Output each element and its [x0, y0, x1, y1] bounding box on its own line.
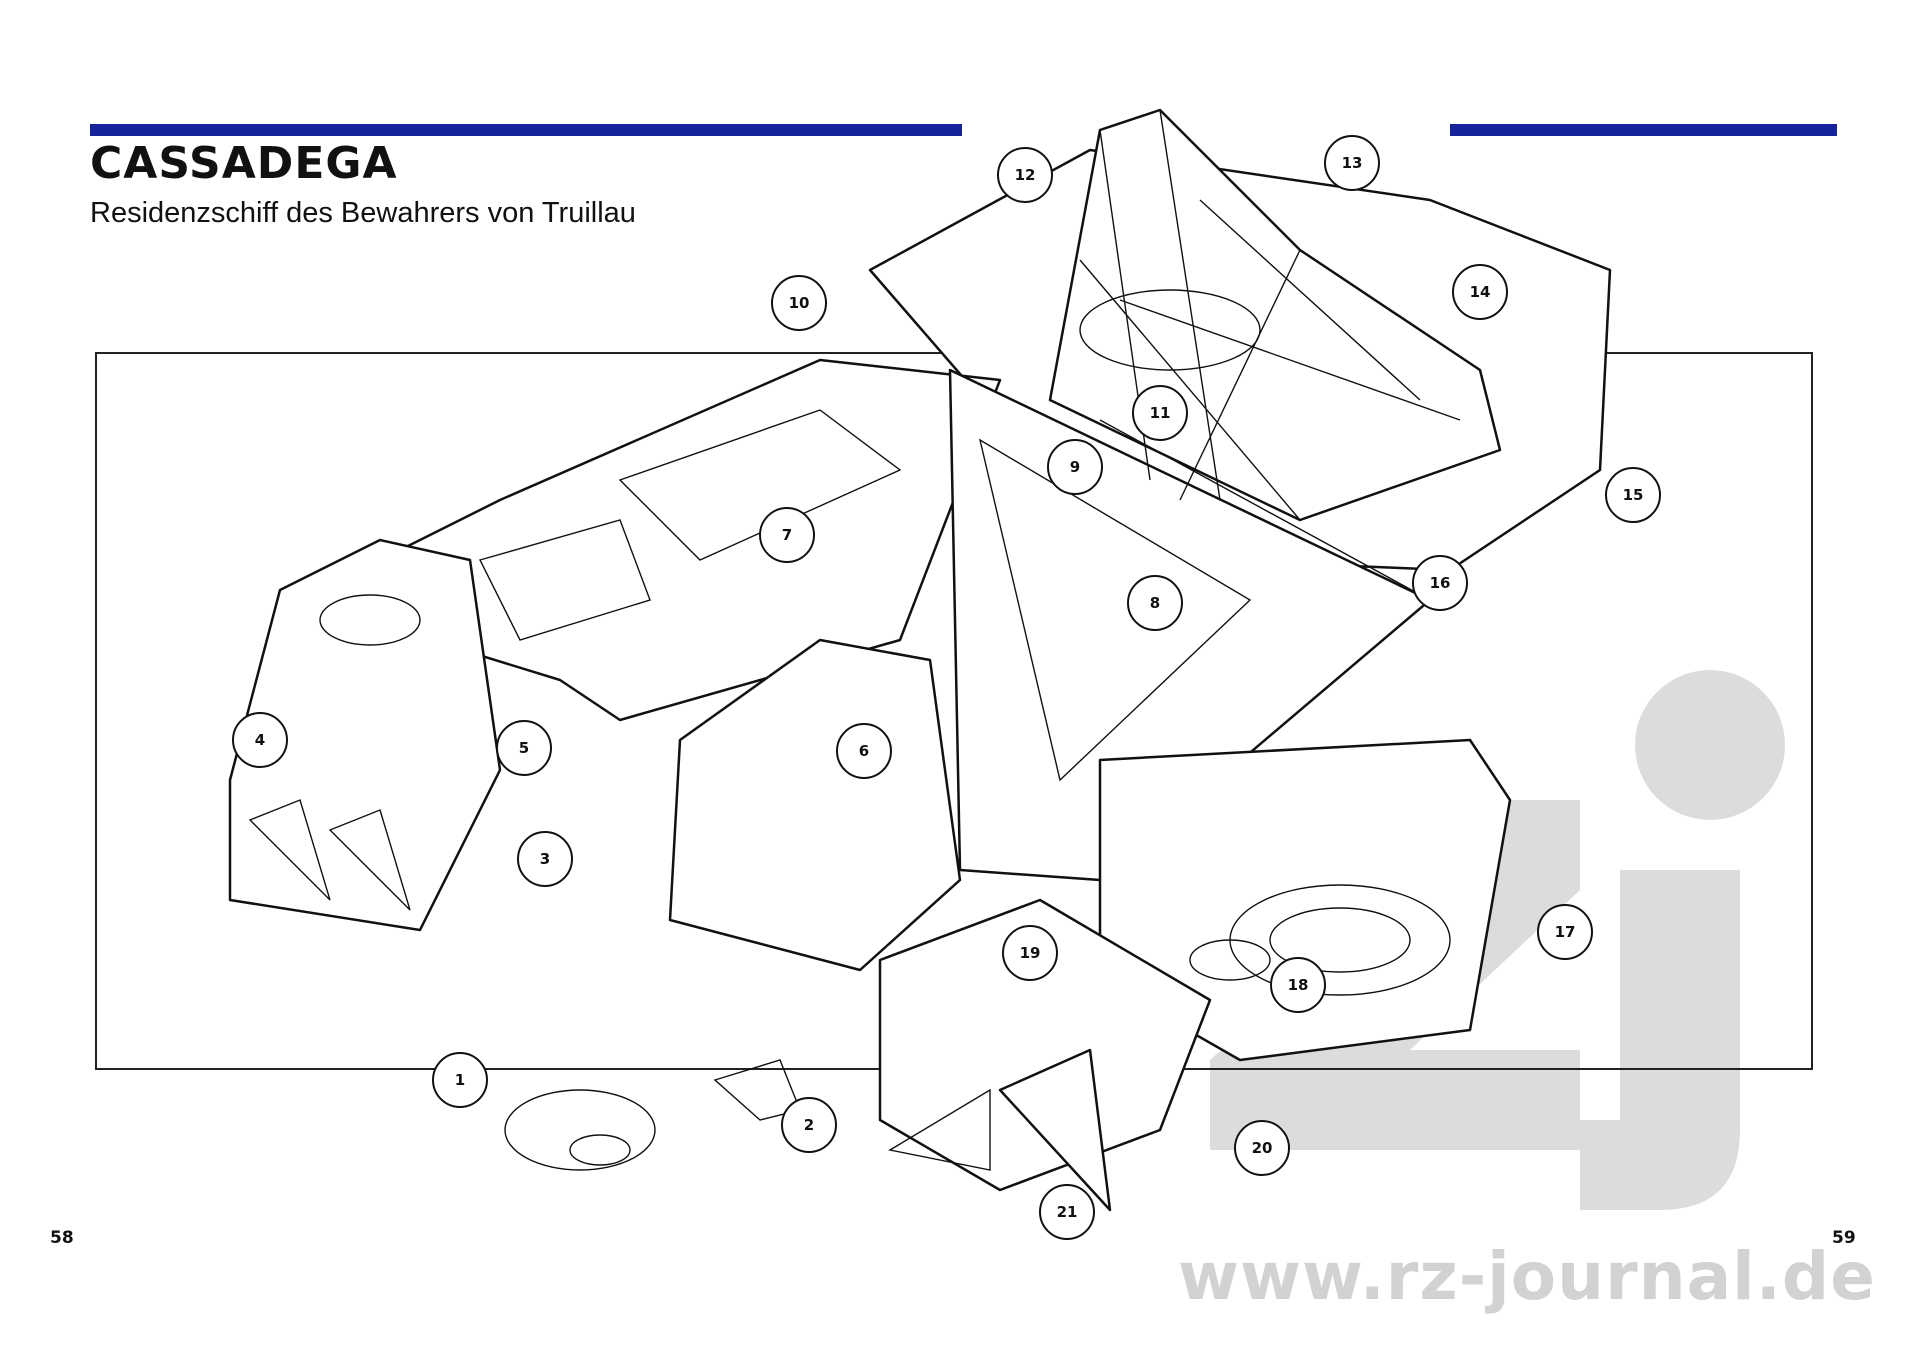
callout-20: 20 — [1234, 1120, 1290, 1176]
callout-1: 1 — [432, 1052, 488, 1108]
watermark-url: www.rz-journal.de — [1178, 1238, 1876, 1315]
callout-19: 19 — [1002, 925, 1058, 981]
callout-5: 5 — [496, 720, 552, 776]
callout-6: 6 — [836, 723, 892, 779]
callout-15: 15 — [1605, 467, 1661, 523]
page-title: CASSADEGA — [90, 138, 398, 189]
callout-8: 8 — [1127, 575, 1183, 631]
callout-2: 2 — [781, 1097, 837, 1153]
callout-4: 4 — [232, 712, 288, 768]
left-engine-block — [228, 538, 502, 932]
callout-16: 16 — [1412, 555, 1468, 611]
front-nose — [998, 1048, 1112, 1212]
middle-hull — [668, 638, 962, 972]
page-number-right: 59 — [1832, 1228, 1856, 1248]
callout-7: 7 — [759, 507, 815, 563]
callout-17: 17 — [1537, 904, 1593, 960]
callout-9: 9 — [1047, 439, 1103, 495]
callout-18: 18 — [1270, 957, 1326, 1013]
callout-3: 3 — [517, 831, 573, 887]
lower-front-section — [878, 898, 1212, 1192]
page-subtitle: Residenzschiff des Bewahrers von Truilla… — [90, 197, 636, 229]
callout-11: 11 — [1132, 385, 1188, 441]
callout-13: 13 — [1324, 135, 1380, 191]
page-number-left: 58 — [50, 1228, 74, 1248]
callout-14: 14 — [1452, 264, 1508, 320]
header-bar-right — [1450, 124, 1837, 136]
callout-10: 10 — [771, 275, 827, 331]
callout-12: 12 — [997, 147, 1053, 203]
header-bar-left — [90, 124, 962, 136]
callout-21: 21 — [1039, 1184, 1095, 1240]
